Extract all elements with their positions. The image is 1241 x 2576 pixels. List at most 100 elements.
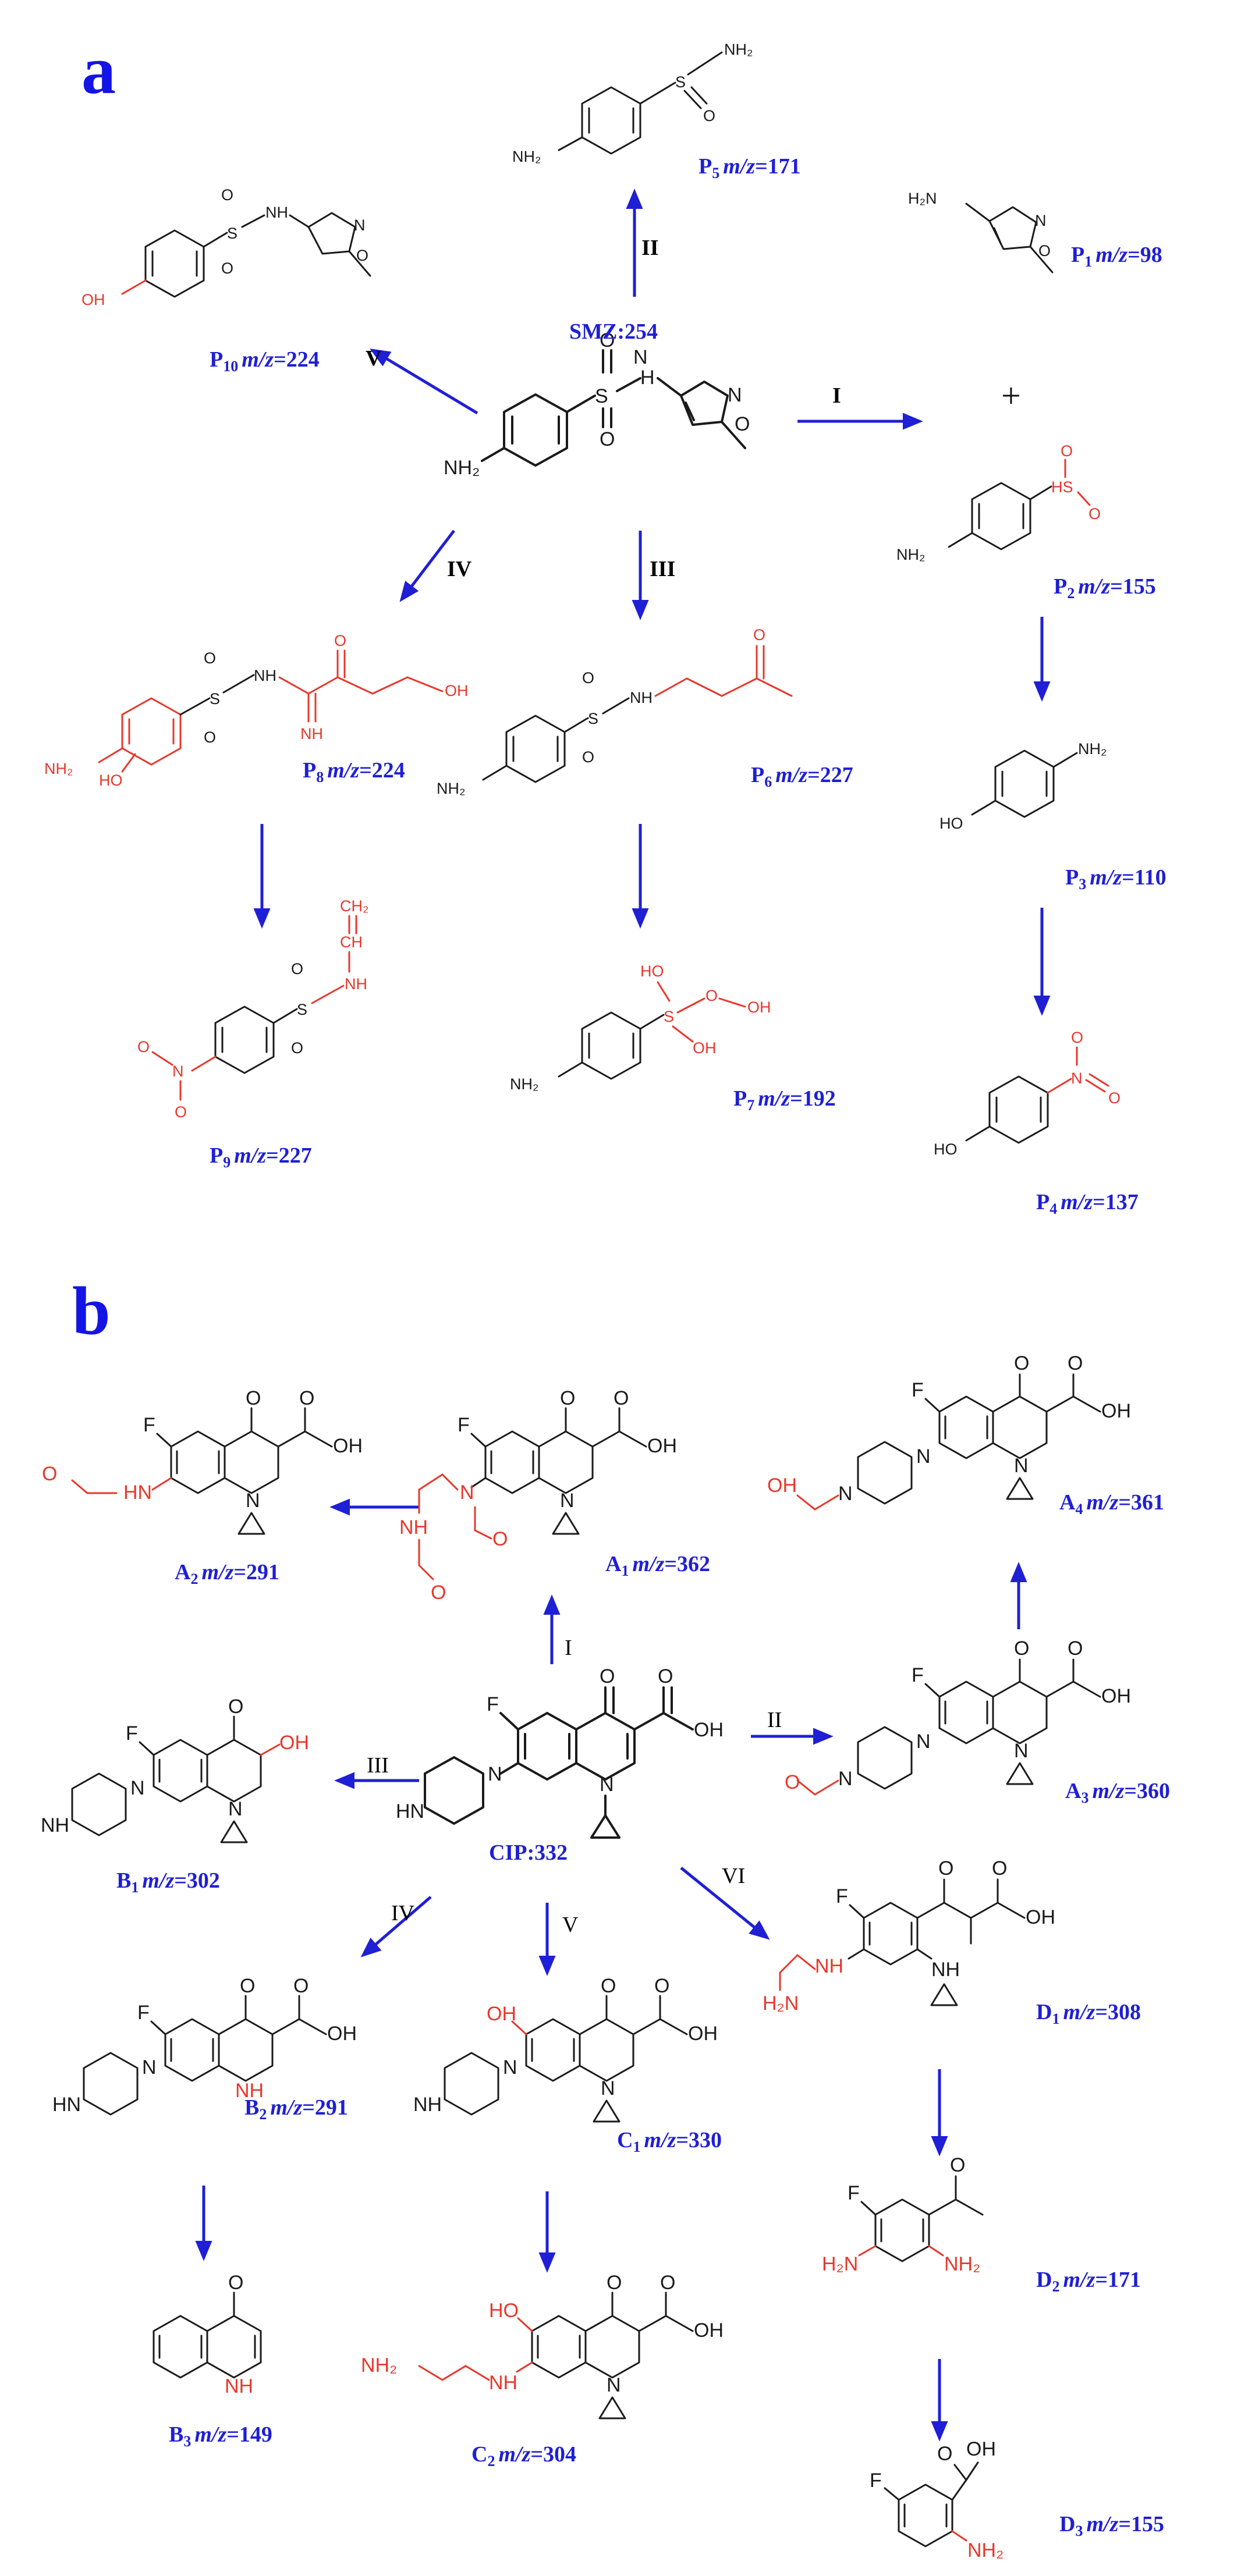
a3-f: F (912, 1664, 924, 1686)
c2-structure: O O OH N HO NH NH₂ (361, 2272, 724, 2419)
plus-sign: + (1001, 376, 1021, 415)
a1-structure: O O OH N F N NH O O (399, 1387, 677, 1604)
p5-nh2-b: NH₂ (724, 41, 753, 58)
a1-o2: O (614, 1387, 629, 1409)
a2-n: N (246, 1490, 260, 1512)
p9-nh: NH (345, 975, 367, 993)
p4-structure: N O O HO (934, 1029, 1121, 1158)
b3-structure: O NH (153, 2272, 262, 2397)
cip-o2: O (658, 1665, 673, 1687)
a2-structure: O O OH N F HN O (42, 1387, 363, 1535)
p9-ch: CH (340, 933, 363, 951)
p3-nh2: NH₂ (1078, 740, 1107, 758)
b1-oh: OH (279, 1732, 309, 1754)
p9-ch2: CH₂ (340, 897, 368, 915)
d2-nh2: NH₂ (944, 2253, 980, 2275)
cip-hn: HN (396, 1800, 424, 1822)
b1-hn: NH (41, 1814, 69, 1836)
p2-nh2: NH₂ (896, 546, 925, 563)
p3-ho: HO (939, 815, 963, 832)
a2-f: F (143, 1414, 155, 1436)
d2-h2n: H₂N (822, 2253, 858, 2275)
d1-structure: O O OH NH F NH H₂N (763, 1857, 1055, 2014)
b2-structure: O O OH NH F N HN (52, 1975, 357, 2116)
c1-oh: OH (688, 2023, 718, 2045)
arrow-route-IV-b (360, 1896, 432, 1957)
d1-oh: OH (1026, 1906, 1055, 1928)
smz-o2: O (600, 428, 615, 450)
p8-o3: O (334, 632, 346, 649)
d2-o: O (950, 2154, 965, 2176)
p8-o2: O (204, 729, 216, 746)
a2-o: O (246, 1387, 261, 1409)
a1-o3: O (431, 1582, 446, 1604)
b1-o: O (228, 1696, 243, 1718)
p9-o1: O (137, 1038, 150, 1056)
c1-hn: NH (413, 2094, 442, 2116)
c2-o2: O (660, 2272, 675, 2294)
c2-nh: NH (489, 2372, 517, 2394)
smz-nh2: NH₂ (444, 457, 480, 479)
d2-structure: O F H₂N NH₂ (822, 2154, 984, 2275)
p5-nh2: NH₂ (512, 148, 541, 165)
p1-n: N (1035, 212, 1047, 229)
p2-o2: O (1088, 505, 1101, 523)
route-b-VI: VI (722, 1864, 745, 1888)
arrow-route-V (369, 348, 478, 415)
b2-nh: NH (235, 2080, 264, 2102)
p8-ho: HO (99, 772, 123, 789)
a1-o: O (560, 1387, 575, 1409)
cip-o: O (600, 1665, 615, 1687)
p7-oh2: OH (693, 1039, 717, 1057)
c2-oh: OH (694, 2319, 724, 2342)
route-b-IV: IV (391, 1901, 415, 1925)
smz-ring-o: O (735, 413, 750, 435)
a2-o3: O (42, 1463, 57, 1485)
b3-nh: NH (225, 2375, 253, 2397)
c1-structure: O O OH N OH N NH (413, 1975, 718, 2123)
cip-structure: O O OH N F N HN (396, 1665, 724, 1839)
a2-hn: HN (123, 1481, 152, 1504)
c1-pip-n: N (503, 2056, 517, 2078)
a1-f: F (458, 1414, 470, 1436)
d3-structure: O OH F NH₂ (870, 2438, 1004, 2561)
p8-o1: O (204, 649, 216, 667)
d1-nh2: NH (815, 1955, 843, 1977)
b2-o2: O (293, 1975, 309, 1997)
p4-n: N (1071, 1070, 1083, 1087)
p6-o1: O (582, 669, 594, 687)
d1-f: F (836, 1885, 848, 1907)
d1-h2n: H₂N (763, 1992, 799, 2014)
b2-o: O (240, 1975, 255, 1997)
p10-n: N (354, 216, 366, 234)
a1-oh: OH (647, 1435, 677, 1457)
a4-n: N (1014, 1455, 1029, 1477)
cip-f: F (487, 1693, 499, 1715)
p7-oh1: OH (747, 999, 771, 1016)
p2-hs: HS (1051, 478, 1073, 496)
route-b-V: V (562, 1913, 579, 1937)
b1-pip-n: N (130, 1777, 145, 1799)
a4-pip-n: N (916, 1445, 931, 1468)
d1-nh: NH (931, 1959, 960, 1981)
p6-o3: O (753, 626, 765, 644)
a3-o3: O (785, 1771, 800, 1793)
p8-nh2: NH₂ (44, 760, 73, 777)
p4-o2: O (1108, 1089, 1121, 1107)
c2-ho: HO (489, 2300, 519, 2322)
p9-o3: O (291, 960, 303, 978)
route-a-I: I (832, 383, 841, 408)
d3-f: F (870, 2470, 882, 2492)
p7-ho: HO (640, 962, 664, 980)
cip-n: N (600, 1774, 614, 1796)
